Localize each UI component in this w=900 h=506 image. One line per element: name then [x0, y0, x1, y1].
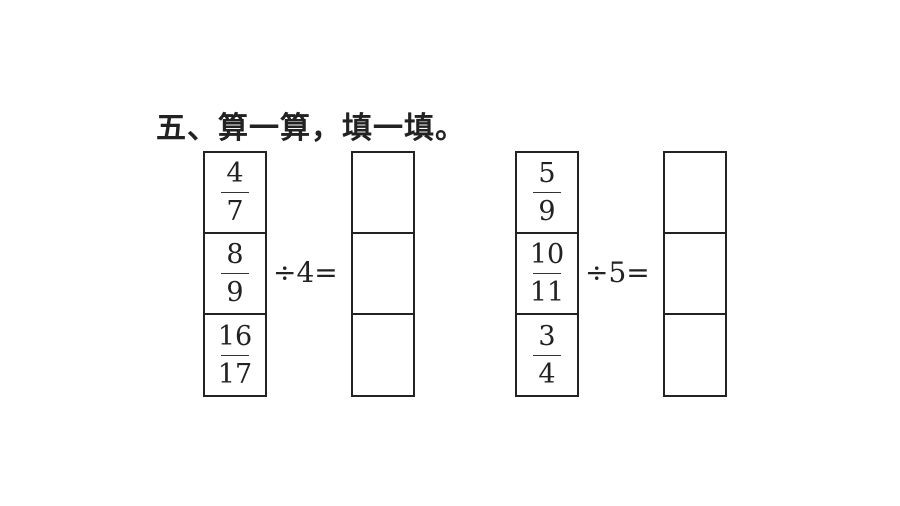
fraction: 8 9 — [221, 241, 249, 306]
numerator: 10 — [529, 239, 565, 270]
fraction-cell: 16 17 — [205, 315, 265, 396]
numerator: 5 — [538, 158, 556, 189]
fraction-bar — [533, 355, 561, 356]
answer-box[interactable] — [353, 315, 413, 396]
answer-box[interactable] — [353, 153, 413, 234]
answer-column-2 — [663, 151, 727, 397]
numerator: 8 — [226, 239, 244, 270]
answer-box[interactable] — [353, 234, 413, 315]
fraction-cell: 4 7 — [205, 153, 265, 234]
denominator: 4 — [538, 359, 556, 390]
fraction-bar — [221, 192, 249, 193]
answer-column-1 — [351, 151, 415, 397]
fraction-cell: 8 9 — [205, 234, 265, 315]
numerator: 4 — [226, 158, 244, 189]
denominator: 11 — [529, 277, 565, 308]
denominator: 17 — [217, 359, 253, 390]
denominator: 7 — [226, 196, 244, 227]
equals-sign: = — [314, 256, 338, 289]
fraction-cell: 10 11 — [517, 234, 577, 315]
equals-sign: = — [626, 256, 650, 289]
divisor: 4 — [296, 256, 315, 289]
divide-sign: ÷ — [585, 256, 609, 289]
fraction: 4 7 — [221, 160, 249, 225]
denominator: 9 — [538, 196, 556, 227]
fraction: 16 17 — [218, 323, 252, 388]
fraction-cell: 5 9 — [517, 153, 577, 234]
fraction-bar — [533, 192, 561, 193]
fraction-bar — [221, 273, 249, 274]
fraction: 10 11 — [530, 241, 564, 306]
fraction-cell: 3 4 — [517, 315, 577, 396]
fraction: 3 4 — [533, 323, 561, 388]
exercise-title: 五、算一算，填一填。 — [156, 111, 466, 146]
operation-1: ÷4= — [273, 256, 338, 289]
denominator: 9 — [226, 277, 244, 308]
divisor: 5 — [608, 256, 627, 289]
numerator: 16 — [217, 321, 253, 352]
divide-sign: ÷ — [273, 256, 297, 289]
fraction: 5 9 — [533, 160, 561, 225]
fraction-column-1: 4 7 8 9 16 17 — [203, 151, 267, 397]
fraction-bar — [220, 355, 249, 356]
fraction-column-2: 5 9 10 11 3 4 — [515, 151, 579, 397]
answer-box[interactable] — [665, 315, 725, 396]
numerator: 3 — [538, 321, 556, 352]
answer-box[interactable] — [665, 153, 725, 234]
answer-box[interactable] — [665, 234, 725, 315]
operation-2: ÷5= — [585, 256, 650, 289]
fraction-bar — [532, 273, 561, 274]
